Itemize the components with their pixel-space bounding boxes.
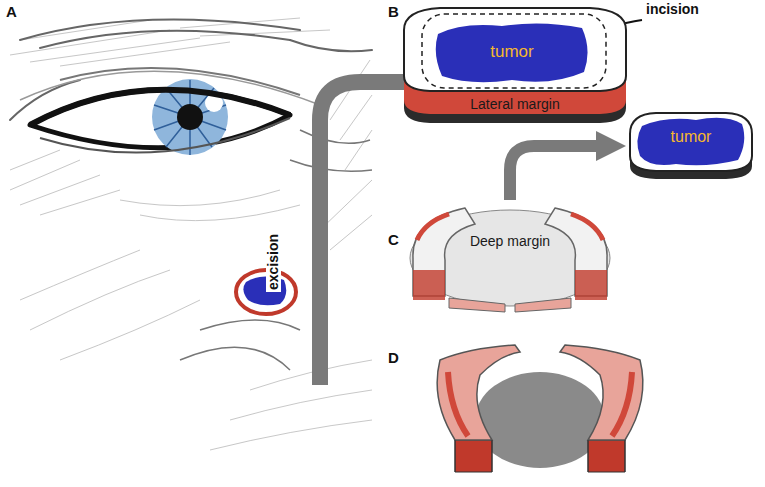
- panel-letter: C: [388, 232, 399, 249]
- tumor-blob: tumor: [432, 20, 592, 84]
- node-text: tumor: [671, 128, 712, 146]
- incision-label: incision: [646, 2, 699, 17]
- excision-label: excision: [266, 232, 281, 292]
- node-text: tumor: [490, 43, 533, 62]
- node-outline: [626, 112, 756, 180]
- node-text: Deep margin: [470, 234, 550, 249]
- panel-letter: A: [6, 4, 17, 21]
- node-outline: [405, 200, 615, 314]
- tumor-specimen: tumor: [626, 112, 756, 180]
- deep-margin-specimen: Deep margin: [405, 200, 615, 314]
- node-text: Lateral margin: [470, 97, 560, 112]
- specimen-block: Lateral margin tumor: [400, 6, 630, 125]
- flow-arrow: [510, 146, 600, 200]
- panel-letter: B: [388, 4, 399, 21]
- panel-letter: D: [388, 350, 399, 367]
